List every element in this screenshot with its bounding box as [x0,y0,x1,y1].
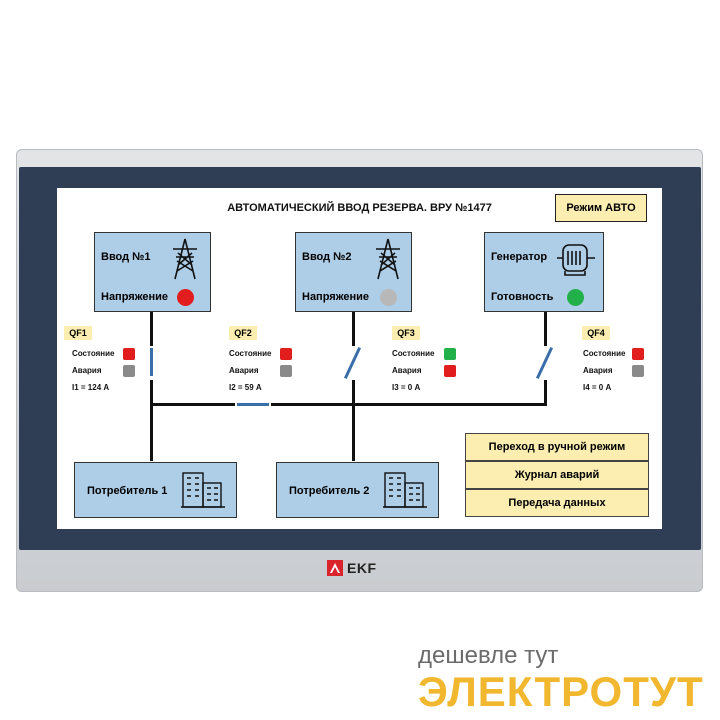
bus-line-2 [352,311,355,461]
bus-tie-contact [237,403,269,406]
watermark-brand: ЭЛЕКТРОТУТ [418,668,704,715]
qf1-alarm-label: Авария [72,366,102,375]
load-consumer-1[interactable]: Потребитель 1 [74,462,237,518]
qf1-contact [150,348,153,376]
voltage-indicator [177,289,194,306]
ekf-logo-icon [327,560,343,576]
qf2-alarm-indicator [280,365,292,377]
breaker-qf4-label: QF4 [582,326,610,340]
qf4-state-label: Состояние [583,349,626,358]
voltage-indicator [380,289,397,306]
data-transfer-button[interactable]: Передача данных [465,489,649,517]
source-input-1[interactable]: Ввод №1 Напряжение [94,232,211,312]
qf2-state-indicator [280,348,292,360]
generator-icon [557,244,595,276]
load-name: Потребитель 2 [289,485,370,497]
qf1-state-indicator [123,348,135,360]
power-tower-icon [376,238,400,280]
breaker-qf3-label: QF3 [392,326,420,340]
building-icon [181,472,225,508]
building-icon [383,472,427,508]
readiness-indicator [567,289,584,306]
qf1-alarm-indicator [123,365,135,377]
qf1-current: I1 = 124 А [72,383,110,392]
qf3-alarm-label: Авария [392,366,422,375]
source-name: Ввод №2 [302,251,352,263]
source-name: Ввод №1 [101,251,151,263]
source-generator[interactable]: Генератор Готовность [484,232,604,312]
screen-title: АВТОМАТИЧЕСКИЙ ВВОД РЕЗЕРВА. ВРУ №1477 [227,202,492,214]
qf3-state-indicator [444,348,456,360]
power-tower-icon [173,238,197,280]
qf3-alarm-indicator [444,365,456,377]
watermark-tagline: дешевле тут [418,642,559,669]
breaker-qf2-label: QF2 [229,326,257,340]
qf4-alarm-indicator [632,365,644,377]
qf3-state-label: Состояние [392,349,435,358]
source-status-label: Напряжение [101,291,168,303]
source-input-2[interactable]: Ввод №2 Напряжение [295,232,412,312]
bus-line-1 [150,311,153,461]
bus-horizontal [150,403,547,406]
qf4-alarm-label: Авария [583,366,613,375]
qf4-current: I4 = 0 А [583,383,612,392]
breaker-qf1-label: QF1 [64,326,92,340]
load-name: Потребитель 1 [87,485,168,497]
qf4-state-indicator [632,348,644,360]
alarm-log-button[interactable]: Журнал аварий [465,461,649,489]
hmi-screen: АВТОМАТИЧЕСКИЙ ВВОД РЕЗЕРВА. ВРУ №1477 Р… [57,188,662,529]
manual-mode-button[interactable]: Переход в ручной режим [465,433,649,461]
qf2-alarm-label: Авария [229,366,259,375]
source-name: Генератор [491,251,548,263]
qf2-current: I2 = 59 А [229,383,262,392]
qf3-current: I3 = 0 А [392,383,421,392]
source-status-label: Напряжение [302,291,369,303]
load-consumer-2[interactable]: Потребитель 2 [276,462,439,518]
qf1-state-label: Состояние [72,349,115,358]
brand-name: EKF [347,560,377,576]
qf2-state-label: Состояние [229,349,272,358]
brand-logo: EKF [327,560,377,576]
source-status-label: Готовность [491,291,554,303]
mode-indicator-button[interactable]: Режим АВТО [555,194,647,222]
